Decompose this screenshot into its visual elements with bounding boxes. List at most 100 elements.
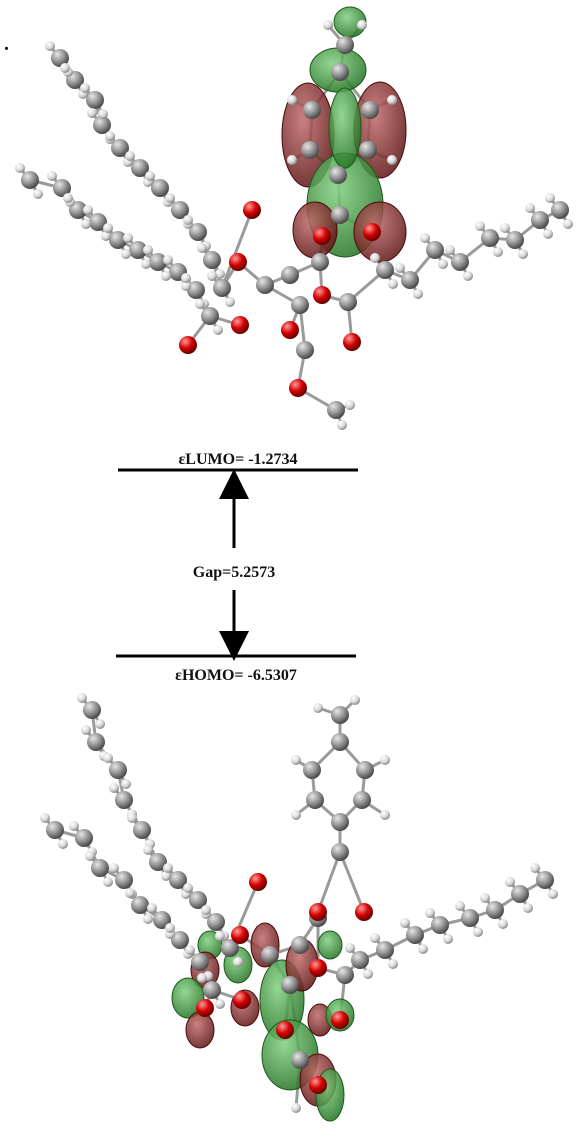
oxygen-atom [363,223,381,241]
carbon-atom [133,821,151,839]
carbon-atom [361,101,379,119]
carbon-atom [221,939,239,957]
carbon-atom [331,813,349,831]
hydrogen-atom [337,420,347,430]
oxygen-atom [243,201,261,219]
hydrogen-atom [183,215,193,225]
hydrogen-atom [370,933,380,943]
hydrogen-atom [475,221,485,231]
hydrogen-atom [87,108,97,118]
hydrogen-atom [420,233,430,243]
hydrogen-atom [163,255,173,265]
hydrogen-atom [388,279,398,289]
carbon-atom [91,859,109,877]
hydrogen-atom [161,871,171,881]
panel-mark: . [4,33,9,55]
carbon-atom [486,901,504,919]
oxygen-atom [343,333,361,351]
hydrogen-atom [357,20,367,30]
carbon-atom [129,241,147,259]
hydrogen-atom [215,931,225,941]
oxygen-atom [313,227,331,245]
carbon-atom [151,179,169,197]
hydrogen-atom [81,219,91,229]
hydrogen-atom [387,95,397,105]
oxygen-atom [229,253,247,271]
oxygen-atom [249,873,267,891]
oxygen-atom [355,903,373,921]
hydrogen-atom [60,63,70,73]
hydrogen-atom [40,813,50,823]
hydrogen-atom [141,259,151,269]
hydrogen-atom [165,193,175,203]
hydrogen-atom [505,877,515,887]
hydrogen-atom [500,223,510,233]
carbon-atom [256,276,274,294]
hydrogen-atom [101,231,111,241]
carbon-atom [461,909,479,927]
lumo-label: εLUMO= -1.2734 [178,451,297,468]
carbon-atom [376,261,394,279]
hydrogen-atom [105,131,115,141]
hydrogen-atom [463,271,473,281]
carbon-atom [75,829,93,847]
hydrogen-atom [380,810,390,820]
lumo-atoms [15,20,573,430]
hydrogen-atom [195,299,205,309]
hydrogen-atom [145,171,155,181]
carbon-atom [213,279,231,297]
carbon-atom [86,91,104,109]
hydrogen-atom [77,693,87,703]
oxygen-atom [281,321,299,339]
hydrogen-atom [143,914,153,924]
bond [338,851,366,913]
hydrogen-atom [455,901,465,911]
hydrogen-atom [563,219,573,229]
orbital-lobe-negative [292,201,338,259]
hydrogen-atom [69,821,79,831]
hydrogen-atom [103,877,113,887]
oxygen-atom [313,286,331,304]
hydrogen-atom [81,725,91,735]
hydrogen-atom [473,927,483,937]
carbon-atom [431,916,449,934]
carbon-atom [481,229,499,247]
carbon-atom [169,871,187,889]
hydrogen-atom [400,918,410,928]
carbon-atom [171,931,189,949]
oxygen-atom [231,316,249,334]
carbon-atom [281,266,299,284]
carbon-atom [21,171,39,189]
oxygen-atom [331,1011,349,1029]
carbon-atom [281,976,299,994]
hydrogen-atom [183,883,193,893]
hydrogen-atom [291,1103,301,1113]
carbon-atom [46,821,64,839]
hydrogen-atom [370,253,380,263]
oxygen-atom [309,903,327,921]
hydrogen-atom [313,703,323,713]
carbon-atom [187,281,205,299]
carbon-atom [53,179,71,197]
carbon-atom [303,101,321,119]
carbon-atom [303,761,321,779]
hydrogen-atom [493,247,503,257]
carbon-atom [506,231,524,249]
homo-label: εHOMO= -6.5307 [175,667,297,684]
hydrogen-atom [63,193,73,203]
carbon-atom [401,271,419,289]
carbon-atom [339,293,357,311]
hydrogen-atom [185,945,195,955]
carbon-atom [531,211,549,229]
hydrogen-atom [345,400,355,410]
carbon-atom [301,141,319,159]
hydrogen-atom [523,903,533,913]
carbon-atom [89,213,107,231]
hydrogen-atom [47,171,57,181]
carbon-atom [149,853,167,871]
bond [316,851,342,913]
hydrogen-atom [163,863,173,873]
hydrogen-atom [543,229,553,239]
carbon-atom [291,936,309,954]
carbon-atom [149,253,167,271]
